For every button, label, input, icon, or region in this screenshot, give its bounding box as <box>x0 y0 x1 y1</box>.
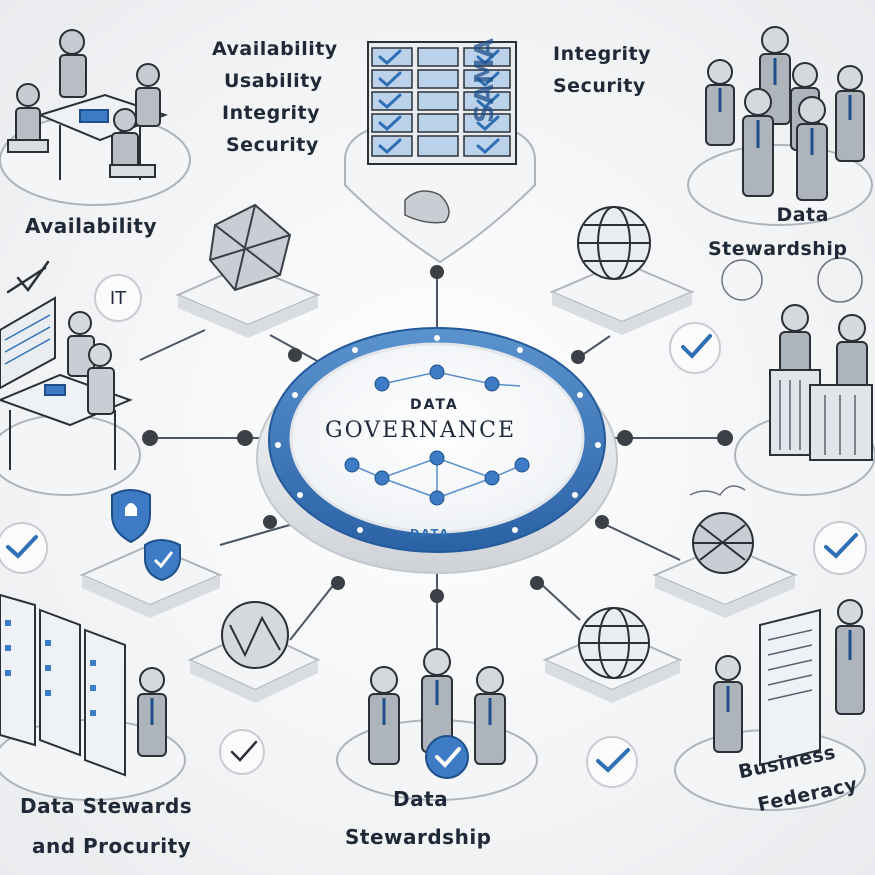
board-glyph: SAMA <box>470 38 500 123</box>
globe-icon <box>578 607 650 679</box>
principle-item: Security <box>553 75 646 97</box>
check-badge-icon <box>425 735 469 779</box>
connector-lines <box>139 272 725 665</box>
availability-label: Availability <box>25 214 157 238</box>
network-globe-icon <box>692 512 754 574</box>
principle-item: Usability <box>224 70 323 92</box>
sketch-marks <box>689 257 863 496</box>
executives-icon <box>769 304 873 461</box>
business-person-icon <box>713 599 865 767</box>
principle-item: Integrity <box>553 43 652 65</box>
hub-icon <box>256 327 618 574</box>
documents-icon <box>0 593 167 777</box>
hub-title: GOVERNANCE <box>325 418 517 443</box>
checklist-board-icon: SAMA <box>344 38 536 264</box>
network-icon <box>221 601 289 669</box>
integrity-security-list: Integrity Security <box>553 38 651 102</box>
globe-icon <box>577 206 651 280</box>
principle-item: Integrity <box>222 102 321 124</box>
meeting-table-icon <box>7 29 168 180</box>
shield-icon <box>111 489 181 582</box>
data-stewardship-right-label: Data Stewardship <box>708 204 848 260</box>
workstation-icon <box>0 296 133 470</box>
network-icon <box>208 203 292 292</box>
data-stewardship-bottom-label: Data Stewardship <box>345 787 492 849</box>
principles-list: Availability Usability Integrity Securit… <box>212 33 338 161</box>
hub-title-small: DATA <box>410 397 459 413</box>
principle-item: Availability <box>212 38 338 60</box>
people-group-icon <box>705 26 865 201</box>
stewards-group-icon <box>368 648 506 765</box>
principle-item: Security <box>226 134 319 156</box>
data-stewards-procurity-label: Data Stewards and Procurity <box>20 794 193 858</box>
it-label: IT <box>109 287 127 309</box>
hub-ring-tag: DATA <box>410 527 450 540</box>
it-badge: IT <box>94 274 142 322</box>
